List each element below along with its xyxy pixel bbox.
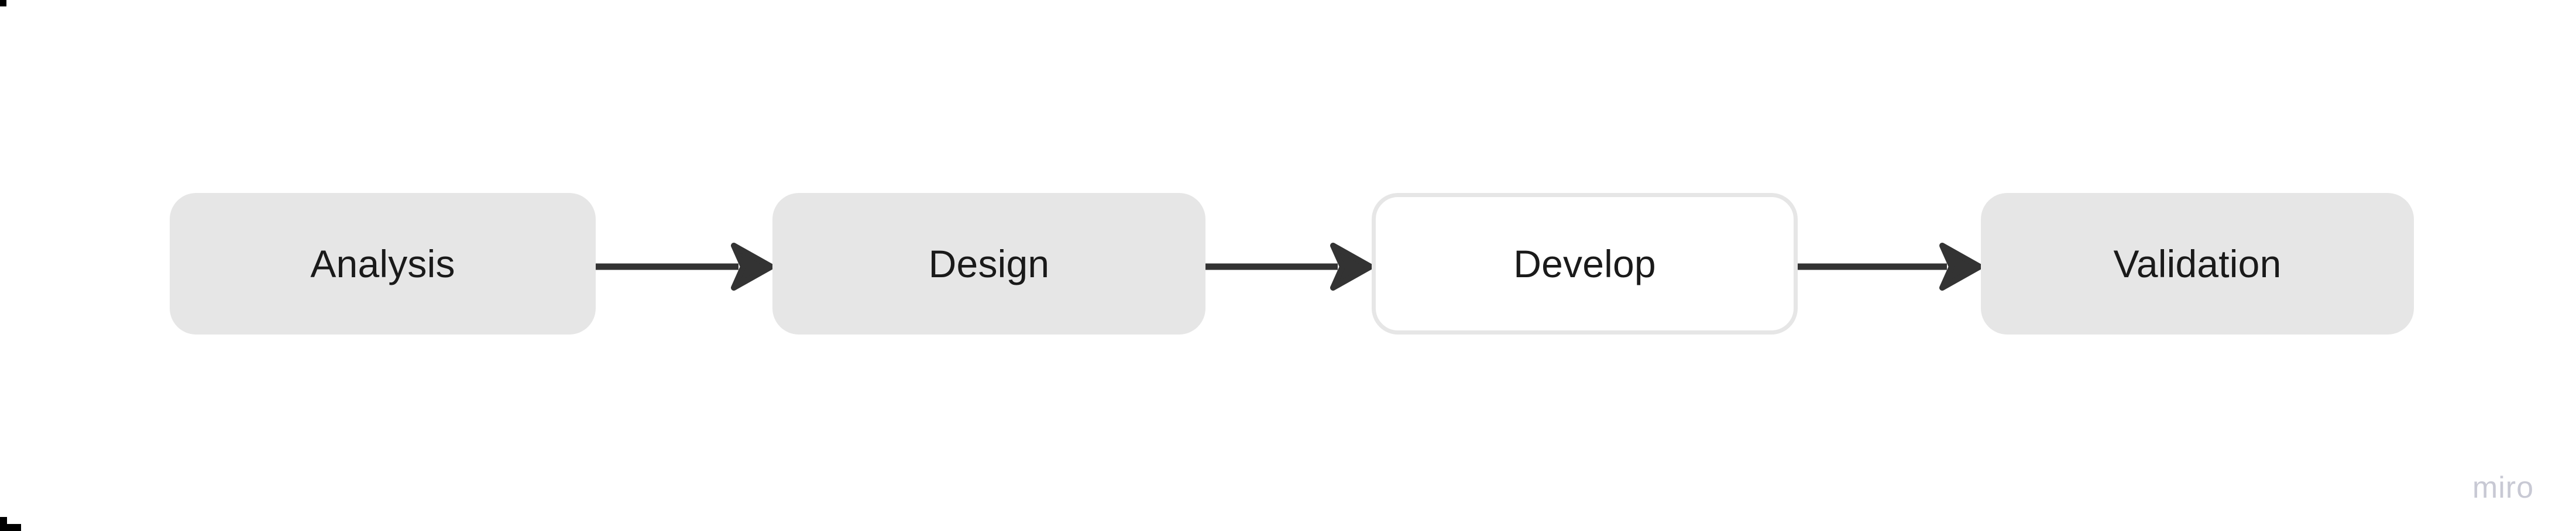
flow-node-design[interactable]: Design bbox=[772, 193, 1205, 335]
arrow-right-icon bbox=[1205, 243, 1373, 291]
arrow-right-icon bbox=[596, 243, 774, 291]
miro-watermark: miro bbox=[2472, 471, 2534, 505]
flow-node-label-design: Design bbox=[928, 242, 1050, 285]
arrow-right-icon bbox=[1798, 243, 1983, 291]
flow-node-label-validation: Validation bbox=[2113, 242, 2282, 285]
flow-node-validation[interactable]: Validation bbox=[1981, 193, 2414, 335]
flow-node-label-develop: Develop bbox=[1513, 242, 1656, 285]
crop-mark-top-left bbox=[0, 0, 6, 6]
connector-design-to-develop[interactable] bbox=[1205, 233, 1373, 301]
connector-develop-to-validation[interactable] bbox=[1798, 233, 1983, 301]
flow-node-label-analysis: Analysis bbox=[310, 242, 455, 285]
flow-node-analysis[interactable]: Analysis bbox=[170, 193, 596, 335]
connector-analysis-to-design[interactable] bbox=[596, 233, 774, 301]
crop-mark-bottom-left-horizontal bbox=[0, 524, 21, 531]
flow-node-develop[interactable]: Develop bbox=[1372, 193, 1798, 335]
